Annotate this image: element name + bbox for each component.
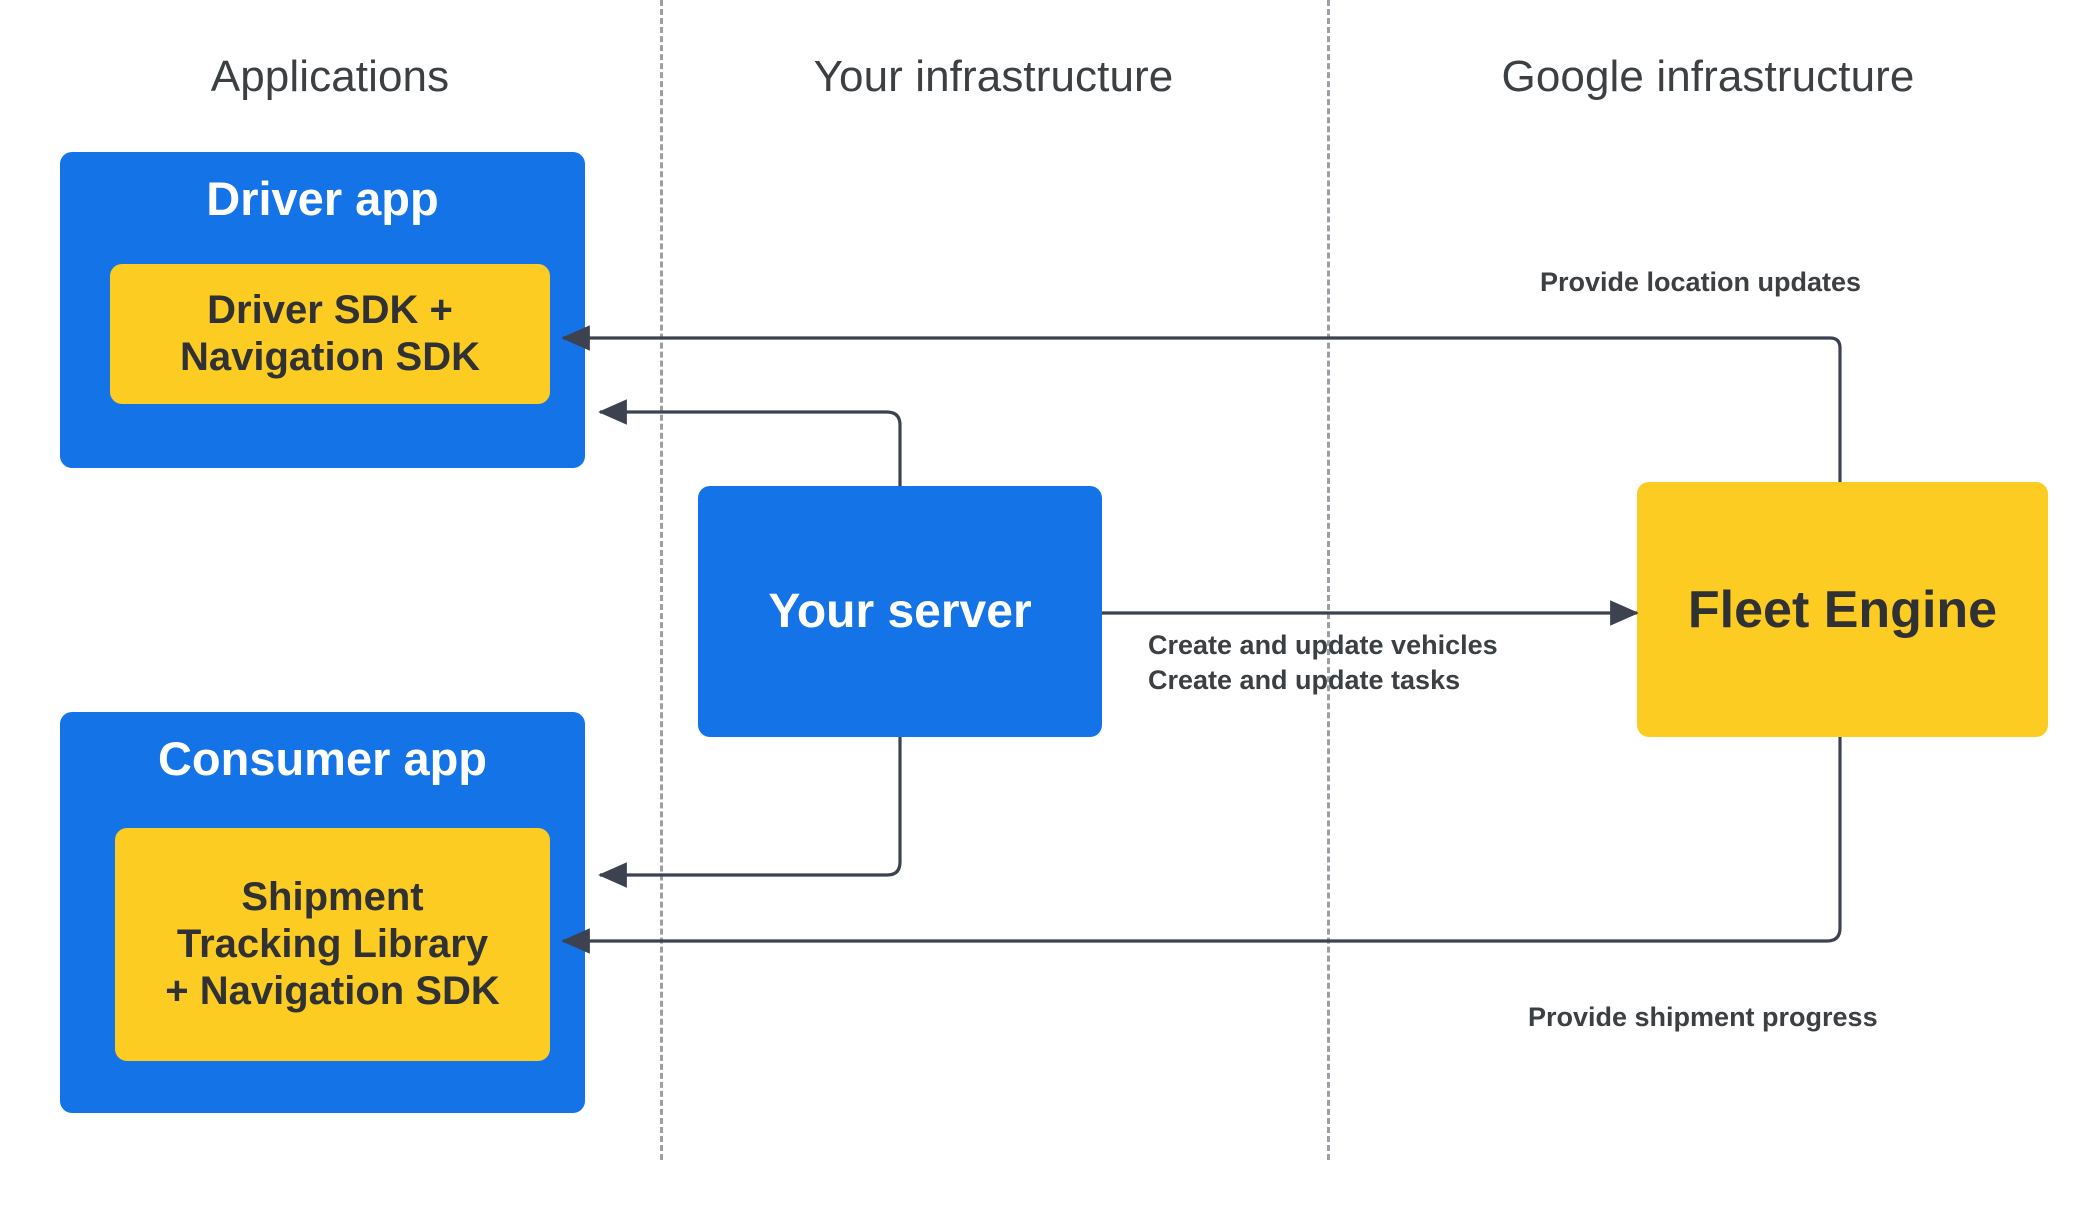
node-driver-sdk[interactable]: Driver SDK + Navigation SDK (110, 264, 550, 404)
edge-fleet-engine-to-shipment-tracking-library (561, 737, 1842, 954)
node-driver-app-label: Driver app (206, 172, 439, 225)
edge-label-provide-location-updates: Provide location updates (1540, 267, 1862, 297)
node-your-server[interactable]: Your server (698, 486, 1102, 737)
node-fleet-engine[interactable]: Fleet Engine (1637, 482, 2048, 737)
edge-fleet-engine-to-driver-sdk (561, 325, 1842, 482)
node-fleet-engine-label: Fleet Engine (1687, 580, 1998, 639)
column-divider-left (660, 0, 663, 1160)
edge-label-create-and-update: Create and update vehicles Create and up… (1148, 630, 1498, 695)
edge-your-server-to-driver-app (598, 399, 902, 486)
column-title-applications: Applications (210, 52, 450, 101)
edge-your-server-to-consumer-app (598, 737, 902, 888)
column-divider-right (1327, 0, 1330, 1160)
node-shipment-tracking-library[interactable]: Shipment Tracking Library + Navigation S… (115, 828, 550, 1061)
column-title-your-infrastructure: Your infrastructure (813, 52, 1174, 101)
column-title-google-infrastructure: Google infrastructure (1501, 52, 1915, 101)
node-your-server-label: Your server (768, 584, 1032, 638)
edge-label-provide-shipment-progress: Provide shipment progress (1528, 1002, 1878, 1032)
node-consumer-app-label: Consumer app (157, 732, 488, 785)
